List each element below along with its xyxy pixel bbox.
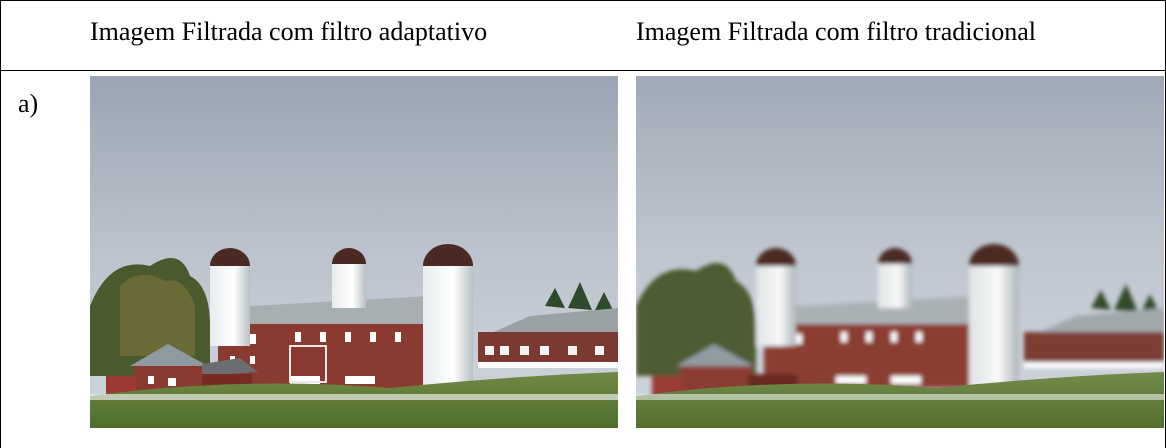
table-border-header-bottom bbox=[0, 70, 1166, 71]
header-adaptive-filter: Imagem Filtrada com filtro adaptativo bbox=[90, 17, 488, 46]
farm-barn-image bbox=[636, 76, 1164, 428]
table-border-left bbox=[0, 0, 1, 448]
adaptive-filtered-image bbox=[90, 76, 618, 428]
traditional-filtered-image bbox=[636, 76, 1164, 428]
header-traditional-filter: Imagem Filtrada com filtro tradicional bbox=[636, 17, 1036, 46]
farm-barn-image bbox=[90, 76, 618, 428]
row-label: a) bbox=[18, 89, 39, 118]
table-border-top bbox=[0, 0, 1166, 1]
